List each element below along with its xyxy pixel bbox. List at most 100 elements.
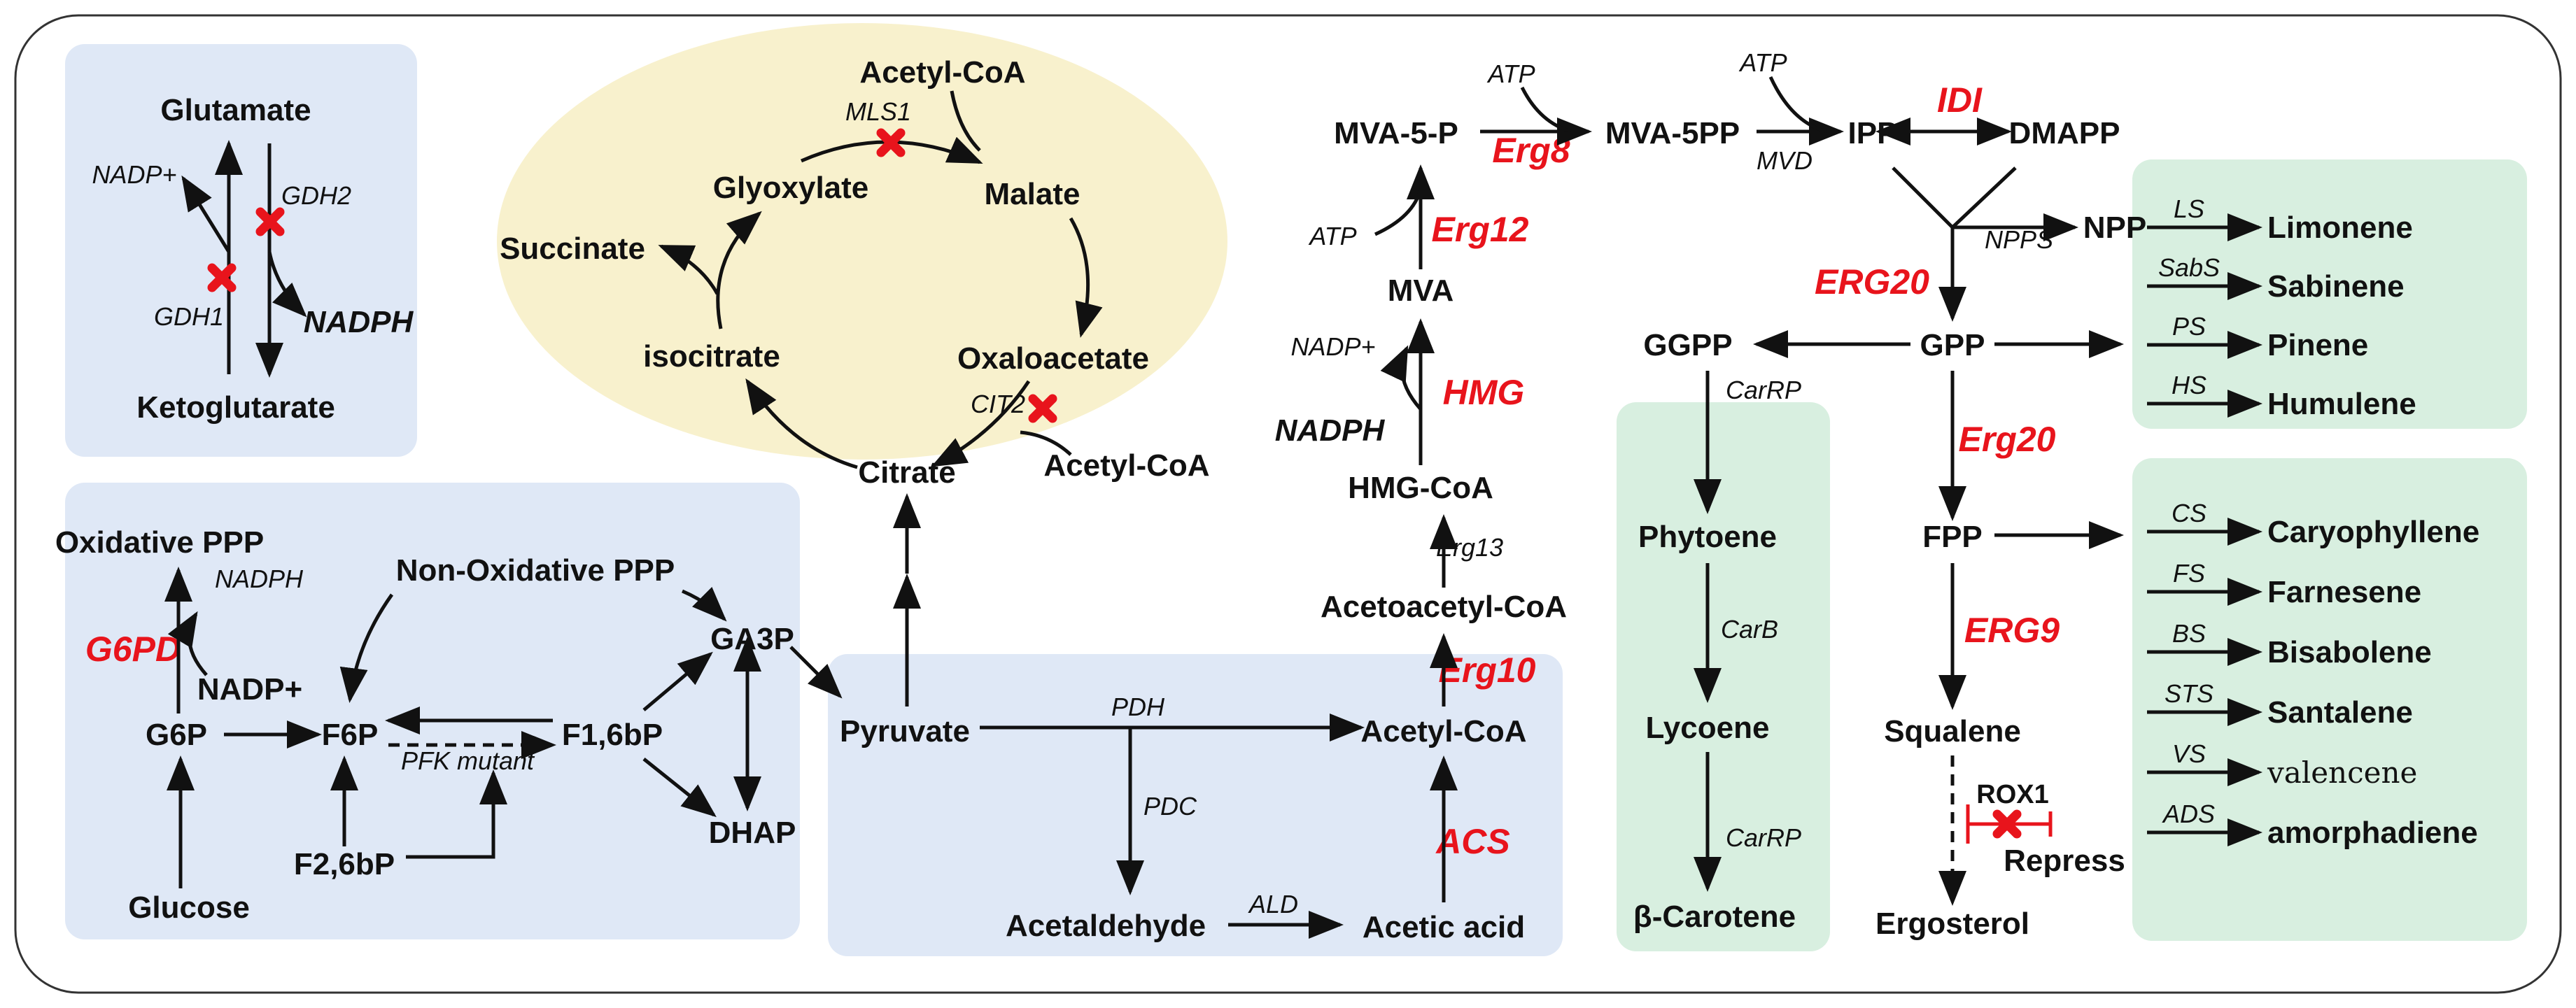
monoterpene-product-label: Pinene <box>2267 328 2368 362</box>
ketoglutarate-label: Ketoglutarate <box>136 390 335 425</box>
pdh-label: PDH <box>1111 693 1165 721</box>
monoterpene-enzyme-label: HS <box>2172 371 2207 399</box>
gdh1-knockout-x <box>207 263 237 292</box>
ergosterol-label: Ergosterol <box>1875 907 2029 941</box>
pyruvate-panel <box>828 654 1563 956</box>
npp-label: NPP <box>2083 211 2146 245</box>
erg8-label: Erg8 <box>1492 131 1570 170</box>
acs-label: ACS <box>1435 822 1510 861</box>
lycoene-label: Lycoene <box>1646 711 1770 745</box>
nadp-to-nadph-curve-1 <box>181 175 231 253</box>
glutamate-label: Glutamate <box>160 93 311 127</box>
citrate-to-isocitrate-arrow <box>745 378 858 469</box>
malate-label: Malate <box>985 177 1081 211</box>
erg10-label: Erg10 <box>1439 651 1536 690</box>
monoterpene-enzyme-label: LS <box>2174 194 2204 223</box>
carotene-panel <box>1617 402 1830 951</box>
erg20-label: Erg20 <box>1959 420 2056 459</box>
gdh1-label: GDH1 <box>154 302 224 331</box>
f6p-label: F6P <box>322 718 379 752</box>
gdh2-knockout-x <box>255 207 285 236</box>
dhap-label: DHAP <box>709 816 796 850</box>
mva-label: MVA <box>1388 274 1454 308</box>
sesquiterpene-product-label: Santalene <box>2267 695 2413 730</box>
sesquiterpene-enzyme-label: ADS <box>2162 800 2215 828</box>
isocitrate-label: isocitrate <box>643 339 780 374</box>
g6p-label: G6P <box>146 718 207 752</box>
oxidative-ppp-label: Oxidative PPP <box>55 525 264 560</box>
nadph-curve-2 <box>267 251 307 318</box>
oxaloacetate-label: Oxaloacetate <box>957 341 1149 376</box>
nadp-to-nadph-ppp-curve <box>167 611 208 676</box>
f16bp-to-dhap-arrow <box>642 758 717 818</box>
acetyl-coa-top-label: Acetyl-CoA <box>859 55 1025 90</box>
dmapp-label: DMAPP <box>2009 116 2120 150</box>
nadp-plus-label: NADP+ <box>92 160 176 189</box>
non-oxidative-ppp-label: Non-Oxidative PPP <box>396 553 675 588</box>
acetic-acid-label: Acetic acid <box>1363 910 1525 944</box>
ald-label: ALD <box>1248 890 1298 918</box>
sesquiterpene-product-label: valencene <box>2267 755 2417 790</box>
mls1-label: MLS1 <box>845 97 911 126</box>
npps-label: NPPS <box>1985 225 2053 254</box>
sesquiterpene-list: CSCaryophylleneFSFarneseneBSBisaboleneST… <box>2147 499 2479 850</box>
nonox-to-ga3p-arrow <box>682 587 727 622</box>
phytoene-label: Phytoene <box>1638 520 1777 554</box>
tca-cycle-panel <box>497 23 1227 460</box>
acetyl-coa-bottom-join <box>1020 430 1072 456</box>
ppp-nadph-label: NADPH <box>215 565 304 593</box>
mva-nadp-plus-label: NADP+ <box>1290 332 1375 361</box>
sesquiterpene-enzyme-label: STS <box>2165 679 2213 708</box>
pyruvate-label: Pyruvate <box>840 714 970 748</box>
repress-label: Repress <box>2004 844 2125 878</box>
mva5p-label: MVA-5-P <box>1334 116 1458 150</box>
ppp-nadp-plus-label: NADP+ <box>197 672 302 707</box>
sesquiterpene-product-label: Farnesene <box>2267 575 2421 609</box>
acetoacetyl-coa-label: Acetoacetyl-CoA <box>1321 590 1567 624</box>
isocitrate-to-glyoxylate-arrow <box>716 211 762 329</box>
atp3-curve <box>1374 188 1423 236</box>
gdh2-label: GDH2 <box>281 181 351 210</box>
atp2-curve <box>1768 76 1827 134</box>
nonox-to-f6p-arrow <box>339 593 394 703</box>
glutamate-panel <box>65 44 417 457</box>
sesquiterpene-product-label: amorphadiene <box>2267 816 2478 850</box>
ga3p-label: GA3P <box>710 622 794 656</box>
f26bp-to-pfk-arrow <box>406 769 507 859</box>
mvd-label: MVD <box>1757 146 1813 175</box>
mva-nadph-label: NADPH <box>1275 413 1386 448</box>
sesquiterpene-enzyme-label: CS <box>2172 499 2207 527</box>
g6pd-label: G6PD <box>85 630 181 669</box>
mva5pp-label: MVA-5PP <box>1605 116 1740 150</box>
beta-carotene-label: β-Carotene <box>1633 900 1796 934</box>
erg13-label: Erg13 <box>1436 533 1503 562</box>
rox1-knockout-x <box>1992 809 2022 839</box>
isocitrate-to-succinate-arrow <box>658 244 719 295</box>
carrp1-label: CarRP <box>1726 376 1801 404</box>
ipp-label: IPP <box>1848 116 1898 150</box>
sesquiterpene-enzyme-label: FS <box>2173 559 2205 588</box>
cit2-knockout-x <box>1028 394 1057 423</box>
atp3-label: ATP <box>1308 222 1356 250</box>
carb-label: CarB <box>1721 615 1778 644</box>
atp1-label: ATP <box>1486 59 1535 88</box>
sesquiterpene-enzyme-label: BS <box>2172 619 2206 648</box>
f26bp-label: F2,6bP <box>294 847 395 881</box>
acetaldehyde-label: Acetaldehyde <box>1006 909 1206 943</box>
monoterpene-product-label: Limonene <box>2267 211 2413 245</box>
gpp-label: GPP <box>1920 328 1985 362</box>
panel-acetyl-coa-label: Acetyl-CoA <box>1360 714 1526 748</box>
nadph-to-nadp-curve <box>1380 345 1422 411</box>
idi-label: IDI <box>1937 80 1983 120</box>
nadph-label: NADPH <box>304 305 414 339</box>
erg9-label: ERG9 <box>1964 611 2060 650</box>
hmg-coa-label: HMG-CoA <box>1348 471 1493 505</box>
ggpp-label: GGPP <box>1643 328 1732 362</box>
erg12-label: Erg12 <box>1432 210 1529 249</box>
sesquiterpene-enzyme-label: VS <box>2172 739 2206 768</box>
ppp-panel <box>65 483 800 939</box>
acetyl-coa-bottom-label: Acetyl-CoA <box>1043 448 1209 483</box>
glyoxylate-label: Glyoxylate <box>713 171 869 205</box>
